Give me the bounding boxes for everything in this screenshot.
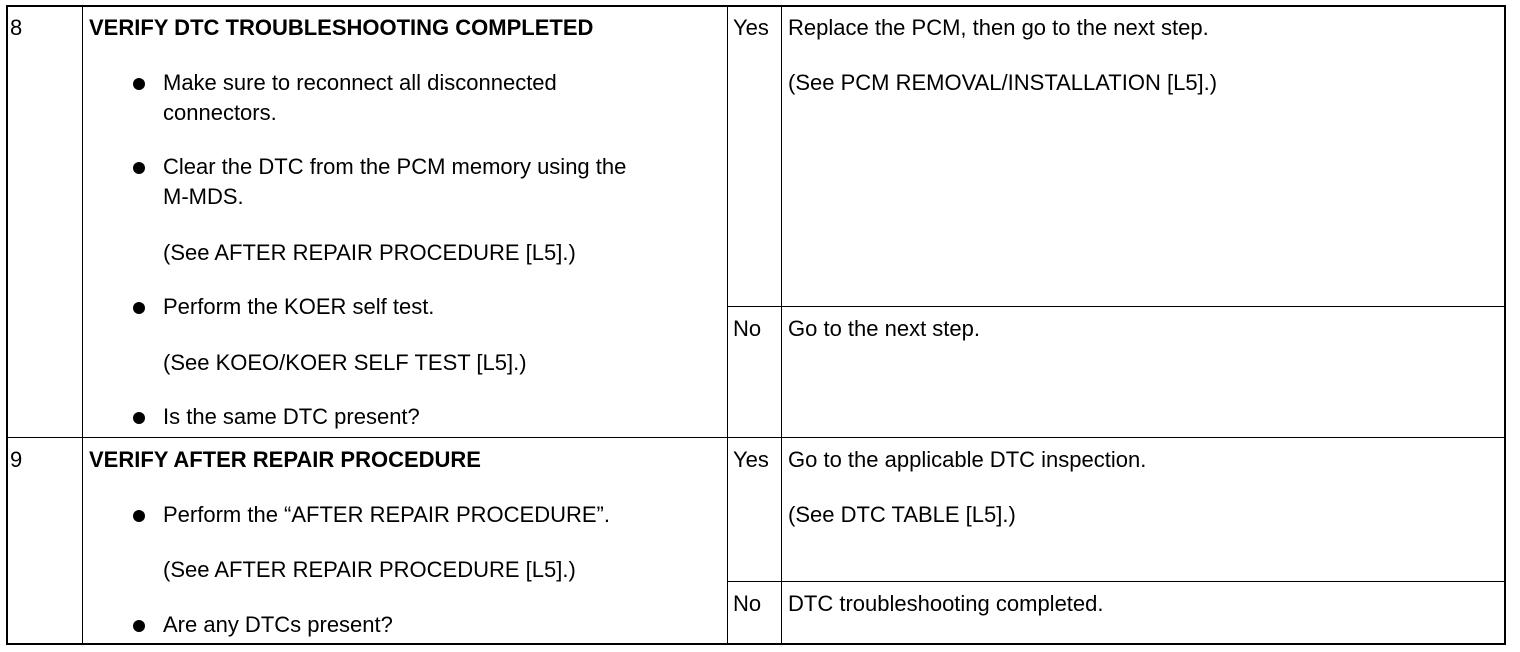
instruction-line: Is the same DTC present? [163,404,420,429]
step-number: 9 [10,447,23,472]
column-divider [727,6,728,644]
bullet-icon [133,412,145,424]
result-answer-no: No [733,591,762,616]
instruction-note: (See KOEO/KOER SELF TEST [L5].) [163,350,527,375]
instruction-line: Clear the DTC from the PCM memory using … [163,154,627,179]
result-action: Go to the next step. [788,316,981,341]
result-answer-no: No [733,316,762,341]
bullet-icon [133,162,145,174]
result-action: Replace the PCM, then go to the next ste… [788,15,1209,40]
column-divider [781,6,782,644]
result-action: DTC troubleshooting completed. [788,591,1104,616]
column-divider [82,6,83,644]
result-answer-yes: Yes [733,15,769,40]
bullet-icon [133,302,145,314]
bullet-icon [133,510,145,522]
step-title: VERIFY AFTER REPAIR PROCEDURE [89,447,481,472]
instruction-note: (See AFTER REPAIR PROCEDURE [L5].) [163,557,576,582]
result-divider [727,306,1505,307]
row-divider [6,437,1506,438]
troubleshooting-table [6,5,1506,645]
instruction-line: connectors. [163,100,277,125]
result-action: (See DTC TABLE [L5].) [788,502,1016,527]
instruction-line: Make sure to reconnect all disconnected [163,70,557,95]
instruction-note: (See AFTER REPAIR PROCEDURE [L5].) [163,240,576,265]
result-action: Go to the applicable DTC inspection. [788,447,1147,472]
result-divider [727,581,1505,582]
step-number: 8 [10,15,23,40]
result-answer-yes: Yes [733,447,769,472]
result-action: (See PCM REMOVAL/INSTALLATION [L5].) [788,70,1218,95]
bullet-icon [133,620,145,632]
instruction-line: M-MDS. [163,184,244,209]
instruction-line: Are any DTCs present? [163,612,393,637]
instruction-line: Perform the KOER self test. [163,294,435,319]
step-title: VERIFY DTC TROUBLESHOOTING COMPLETED [89,15,594,40]
bullet-icon [133,78,145,90]
instruction-line: Perform the “AFTER REPAIR PROCEDURE”. [163,502,610,527]
